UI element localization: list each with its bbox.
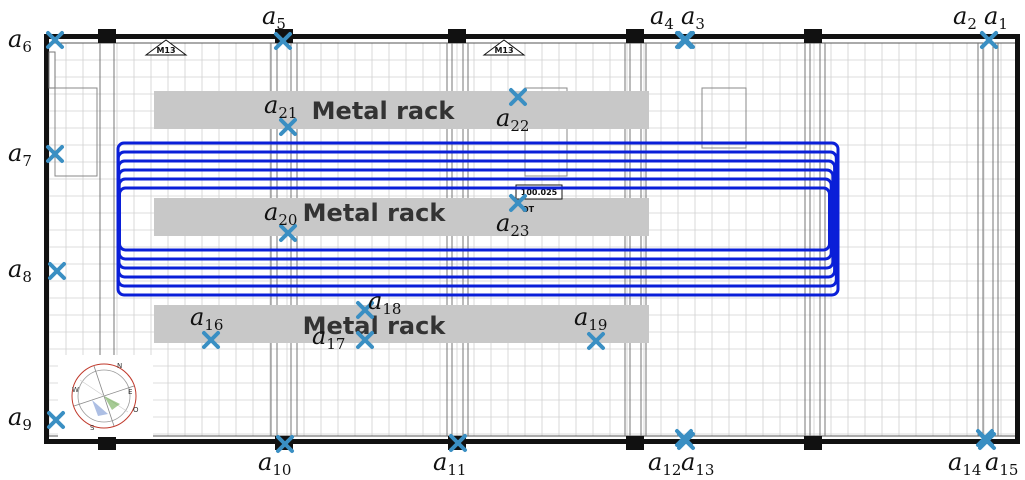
cross-icon <box>274 32 292 50</box>
anchor-label-a22: a22 <box>496 104 529 135</box>
anchor-marker-a6: a6 <box>8 25 64 56</box>
anchor-marker-a11: a11 <box>433 434 467 479</box>
pillar <box>626 436 644 450</box>
cross-icon <box>46 145 64 163</box>
value-tag-text: 100.025 <box>521 188 558 197</box>
anchor-marker-a20: a20 <box>264 198 297 242</box>
value-tag-sub: OT <box>522 205 535 214</box>
anchor-marker-a4: a4 <box>650 2 693 49</box>
trajectory-loop <box>118 186 831 252</box>
anchor-label-a4: a4 <box>650 2 674 33</box>
anchor-label-a21: a21 <box>264 91 297 122</box>
anchor-label-a5: a5 <box>262 2 286 33</box>
wall-notch <box>48 51 56 89</box>
anchor-marker-a7: a7 <box>8 139 64 170</box>
marker-tag-text: M13 <box>156 46 175 55</box>
anchor-label-a3: a3 <box>681 2 705 33</box>
compass-s: S <box>90 424 95 432</box>
rack-label: Metal rack <box>312 97 456 125</box>
marker-tag: M13 <box>482 39 526 56</box>
cross-icon <box>677 432 695 450</box>
cross-icon <box>276 435 294 453</box>
anchor-marker-a2: a2 <box>953 2 998 49</box>
anchor-label-a19: a19 <box>574 303 607 334</box>
cross-icon <box>279 118 297 136</box>
cross-icon <box>356 331 374 349</box>
anchor-label-a9: a9 <box>8 403 32 434</box>
cross-icon <box>509 194 527 212</box>
anchor-marker-a17: a17 <box>312 322 374 353</box>
compass-icon: N W E S O <box>58 355 153 437</box>
marker-tag: M13 <box>144 39 188 56</box>
anchor-label-a14: a14 <box>948 448 981 479</box>
pillar <box>448 29 466 43</box>
anchor-label-a2: a2 <box>953 2 977 33</box>
anchor-marker-a15: a15 <box>978 432 1018 479</box>
door-frame <box>54 87 98 177</box>
bottom-wall <box>44 439 1020 444</box>
anchor-label-a1: a1 <box>984 2 1008 33</box>
pillar <box>626 29 644 43</box>
anchor-label-a20: a20 <box>264 198 297 229</box>
anchor-marker-a9: a9 <box>8 403 65 434</box>
cross-icon <box>356 301 374 319</box>
anchor-label-a15: a15 <box>985 448 1018 479</box>
compass-n: N <box>117 362 122 370</box>
compass-o: O <box>133 406 139 414</box>
top-wall <box>44 34 1020 39</box>
pillar <box>98 436 116 450</box>
cross-icon <box>587 332 605 350</box>
compass-w: W <box>72 386 79 394</box>
metal-rack: Metal rack <box>154 305 649 343</box>
door-frame <box>701 87 747 149</box>
cross-icon <box>48 262 66 280</box>
anchor-label-a18: a18 <box>368 287 401 318</box>
anchor-marker-a5: a5 <box>262 2 292 50</box>
anchor-label-a23: a23 <box>496 209 529 240</box>
cross-icon <box>202 331 220 349</box>
cross-icon <box>279 224 297 242</box>
cross-icon <box>46 31 64 49</box>
pillar <box>804 436 822 450</box>
anchor-label-a17: a17 <box>312 322 345 353</box>
anchor-marker-a10: a10 <box>258 435 294 479</box>
anchor-marker-a22: a22 <box>496 88 529 135</box>
cross-icon <box>509 88 527 106</box>
cross-icon <box>449 434 467 452</box>
anchor-label-a7: a7 <box>8 139 32 170</box>
cross-icon <box>675 31 693 49</box>
anchor-marker-a8: a8 <box>8 255 66 286</box>
cross-icon <box>978 432 996 450</box>
anchor-marker-a19: a19 <box>574 303 607 350</box>
anchor-marker-a23: a23 <box>496 194 529 240</box>
compass-e: E <box>128 388 132 396</box>
cross-icon <box>980 31 998 49</box>
anchor-marker-a1: a1 <box>980 2 1008 49</box>
anchor-marker-a16: a16 <box>190 303 223 349</box>
rack-label: Metal rack <box>303 312 447 340</box>
metal-rack: Metal rack <box>154 198 649 236</box>
anchor-label-a13: a13 <box>681 448 714 479</box>
left-wall <box>44 34 49 444</box>
robot-trajectory <box>116 141 840 297</box>
anchor-marker-a21: a21 <box>264 91 297 136</box>
door-frame <box>524 87 568 177</box>
anchor-label-a12: a12 <box>648 448 681 479</box>
anchor-marker-a13: a13 <box>677 432 714 479</box>
anchor-label-a11: a11 <box>433 448 466 479</box>
pillar <box>98 29 116 43</box>
rack-label: Metal rack <box>303 199 447 227</box>
marker-tag-text: M13 <box>494 46 513 55</box>
anchor-label-a6: a6 <box>8 25 32 56</box>
anchor-label-a16: a16 <box>190 303 223 334</box>
anchor-label-a8: a8 <box>8 255 32 286</box>
anchor-label-a10: a10 <box>258 448 291 479</box>
metal-rack: Metal rack <box>154 91 649 129</box>
anchor-marker-a18: a18 <box>356 287 401 319</box>
pillar <box>804 29 822 43</box>
cross-icon <box>47 411 65 429</box>
right-wall <box>1015 34 1020 444</box>
